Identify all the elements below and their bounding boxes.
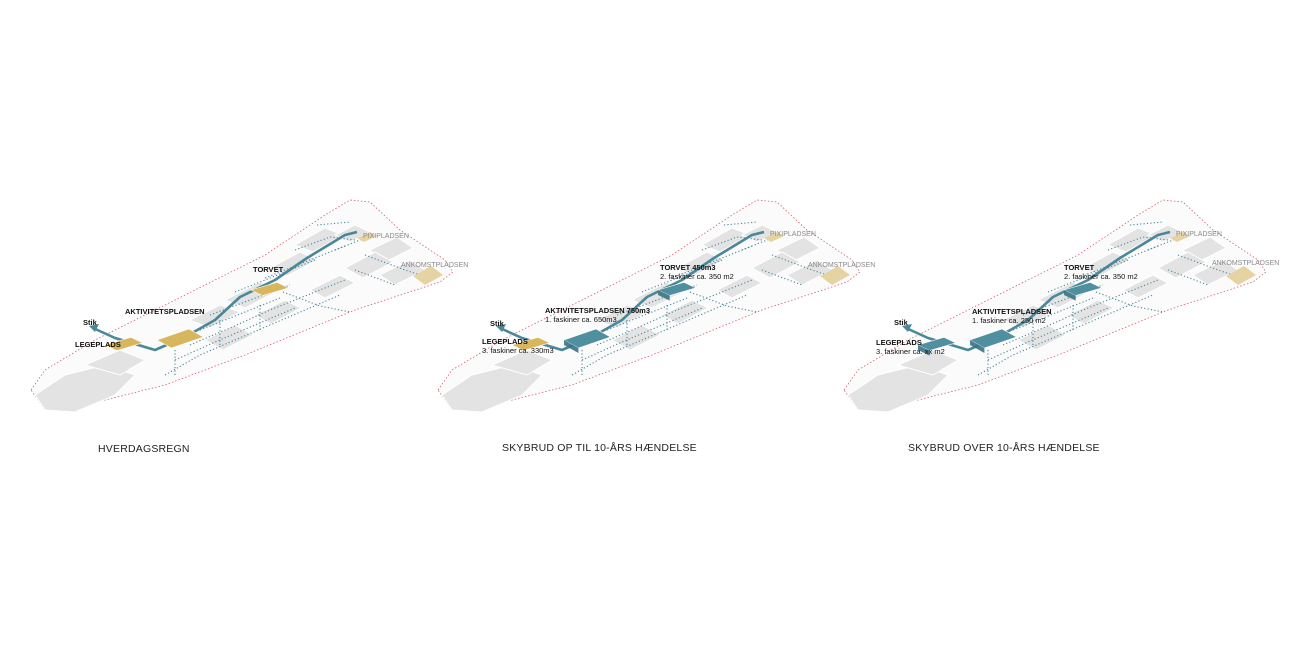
- outlet-arrow-icon: [496, 324, 506, 332]
- basin-torvet: [1063, 281, 1103, 296]
- ankomstpladsen-label: ANKOMSTPLADSEN: [401, 262, 469, 269]
- surface-runoff-path: [606, 297, 688, 331]
- pixipladsen-label: PIXIPLADSEN: [770, 231, 816, 238]
- building-block: [896, 349, 960, 376]
- surface-runoff-path: [723, 221, 758, 226]
- diagram-panel-hverdagsregn: Stik LEGEPLADS AKTIVITETSPLADSEN TORVET …: [25, 190, 469, 470]
- panel-caption: SKYBRUD OP TIL 10-ÅRS HÆNDELSE: [502, 442, 697, 454]
- building-block: [34, 364, 136, 413]
- surface-runoff-path: [189, 279, 346, 346]
- legeplads-label: LEGEPLADS: [75, 340, 121, 349]
- pixipladsen-plaza: [357, 232, 377, 242]
- building-block: [490, 349, 554, 376]
- basin-torvet: [250, 281, 290, 296]
- surface-runoff-path: [761, 269, 803, 286]
- surface-runoff-path: [264, 245, 346, 279]
- surface-runoff-path: [1012, 297, 1094, 331]
- ankomstpladsen-plaza: [1226, 266, 1256, 285]
- basin-torvet-side: [658, 290, 670, 301]
- surface-runoff-path: [671, 245, 753, 279]
- aktivitetspladsen-label: AKTIVITETSPLADSEN: [125, 307, 205, 316]
- surface-runoff-path: [1022, 284, 1104, 316]
- basin-aktivitetspladsen: [156, 328, 205, 349]
- building-block: [83, 349, 147, 376]
- surface-runoff-path: [616, 284, 698, 316]
- surface-runoff-path: [354, 269, 396, 286]
- basin-aktivitetspladsen: [563, 328, 612, 349]
- building-block: [750, 251, 802, 279]
- surface-runoff-path: [1047, 259, 1129, 293]
- ankomstpladsen-label: ANKOMSTPLADSEN: [1212, 260, 1280, 267]
- surface-runoff-path: [977, 294, 1154, 376]
- surface-runoff-path: [641, 259, 723, 293]
- basin-legeplads: [104, 336, 144, 351]
- surface-runoff-path: [234, 259, 316, 293]
- surface-runoff-path: [364, 254, 436, 281]
- building-block: [847, 364, 949, 413]
- basin-legeplads: [511, 336, 551, 351]
- outlet-arrow-icon: [902, 324, 912, 332]
- pixipladsen-label: PIXIPLADSEN: [1176, 231, 1222, 238]
- surface-runoff-path: [1129, 221, 1164, 226]
- basin-legeplads: [917, 336, 957, 351]
- stik-label: Stik: [894, 318, 908, 327]
- building-block: [1156, 251, 1208, 279]
- basin-torvet: [657, 281, 697, 296]
- basin-aktivitetspladsen: [969, 328, 1018, 349]
- surface-runoff-path: [771, 254, 843, 281]
- panel-caption: SKYBRUD OVER 10-ÅRS HÆNDELSE: [908, 442, 1100, 454]
- ankomstpladsen-plaza: [820, 266, 850, 285]
- site-plan: [843, 199, 1267, 413]
- building-block: [343, 251, 395, 279]
- stik-label: Stik: [83, 318, 97, 327]
- surface-runoff-path: [199, 297, 281, 331]
- basin-aktivitetspladsen-side: [564, 340, 579, 353]
- torvet-label: TORVET: [253, 265, 284, 274]
- surface-runoff-path: [1177, 254, 1249, 281]
- surface-runoff-path: [571, 294, 748, 376]
- surface-runoff-path: [164, 294, 341, 376]
- surface-runoff-path: [1077, 245, 1159, 279]
- surface-runoff-path: [596, 279, 753, 346]
- surface-runoff-path: [1002, 279, 1159, 346]
- stik-label: Stik: [490, 319, 504, 328]
- site-plan: [30, 199, 454, 413]
- surface-runoff-path: [1167, 269, 1209, 286]
- basin-aktivitetspladsen-side: [970, 340, 985, 353]
- surface-runoff-path: [581, 307, 703, 361]
- surface-runoff-path: [174, 307, 296, 361]
- surface-runoff-path: [316, 221, 351, 226]
- pixipladsen-label: PIXIPLADSEN: [363, 233, 409, 240]
- ankomstpladsen-plaza: [413, 266, 443, 285]
- building-block: [441, 364, 543, 413]
- surface-runoff-path: [209, 284, 291, 316]
- pixipladsen-plaza: [764, 232, 784, 242]
- basin-legeplads-side: [918, 345, 930, 356]
- surface-runoff-path: [987, 307, 1109, 361]
- basin-torvet-side: [1064, 290, 1076, 301]
- ankomstpladsen-label: ANKOMSTPLADSEN: [808, 262, 876, 269]
- panel-caption: HVERDAGSREGN: [98, 443, 190, 455]
- site-plan: [437, 199, 861, 413]
- outlet-arrow-icon: [89, 324, 99, 332]
- pixipladsen-plaza: [1170, 232, 1190, 242]
